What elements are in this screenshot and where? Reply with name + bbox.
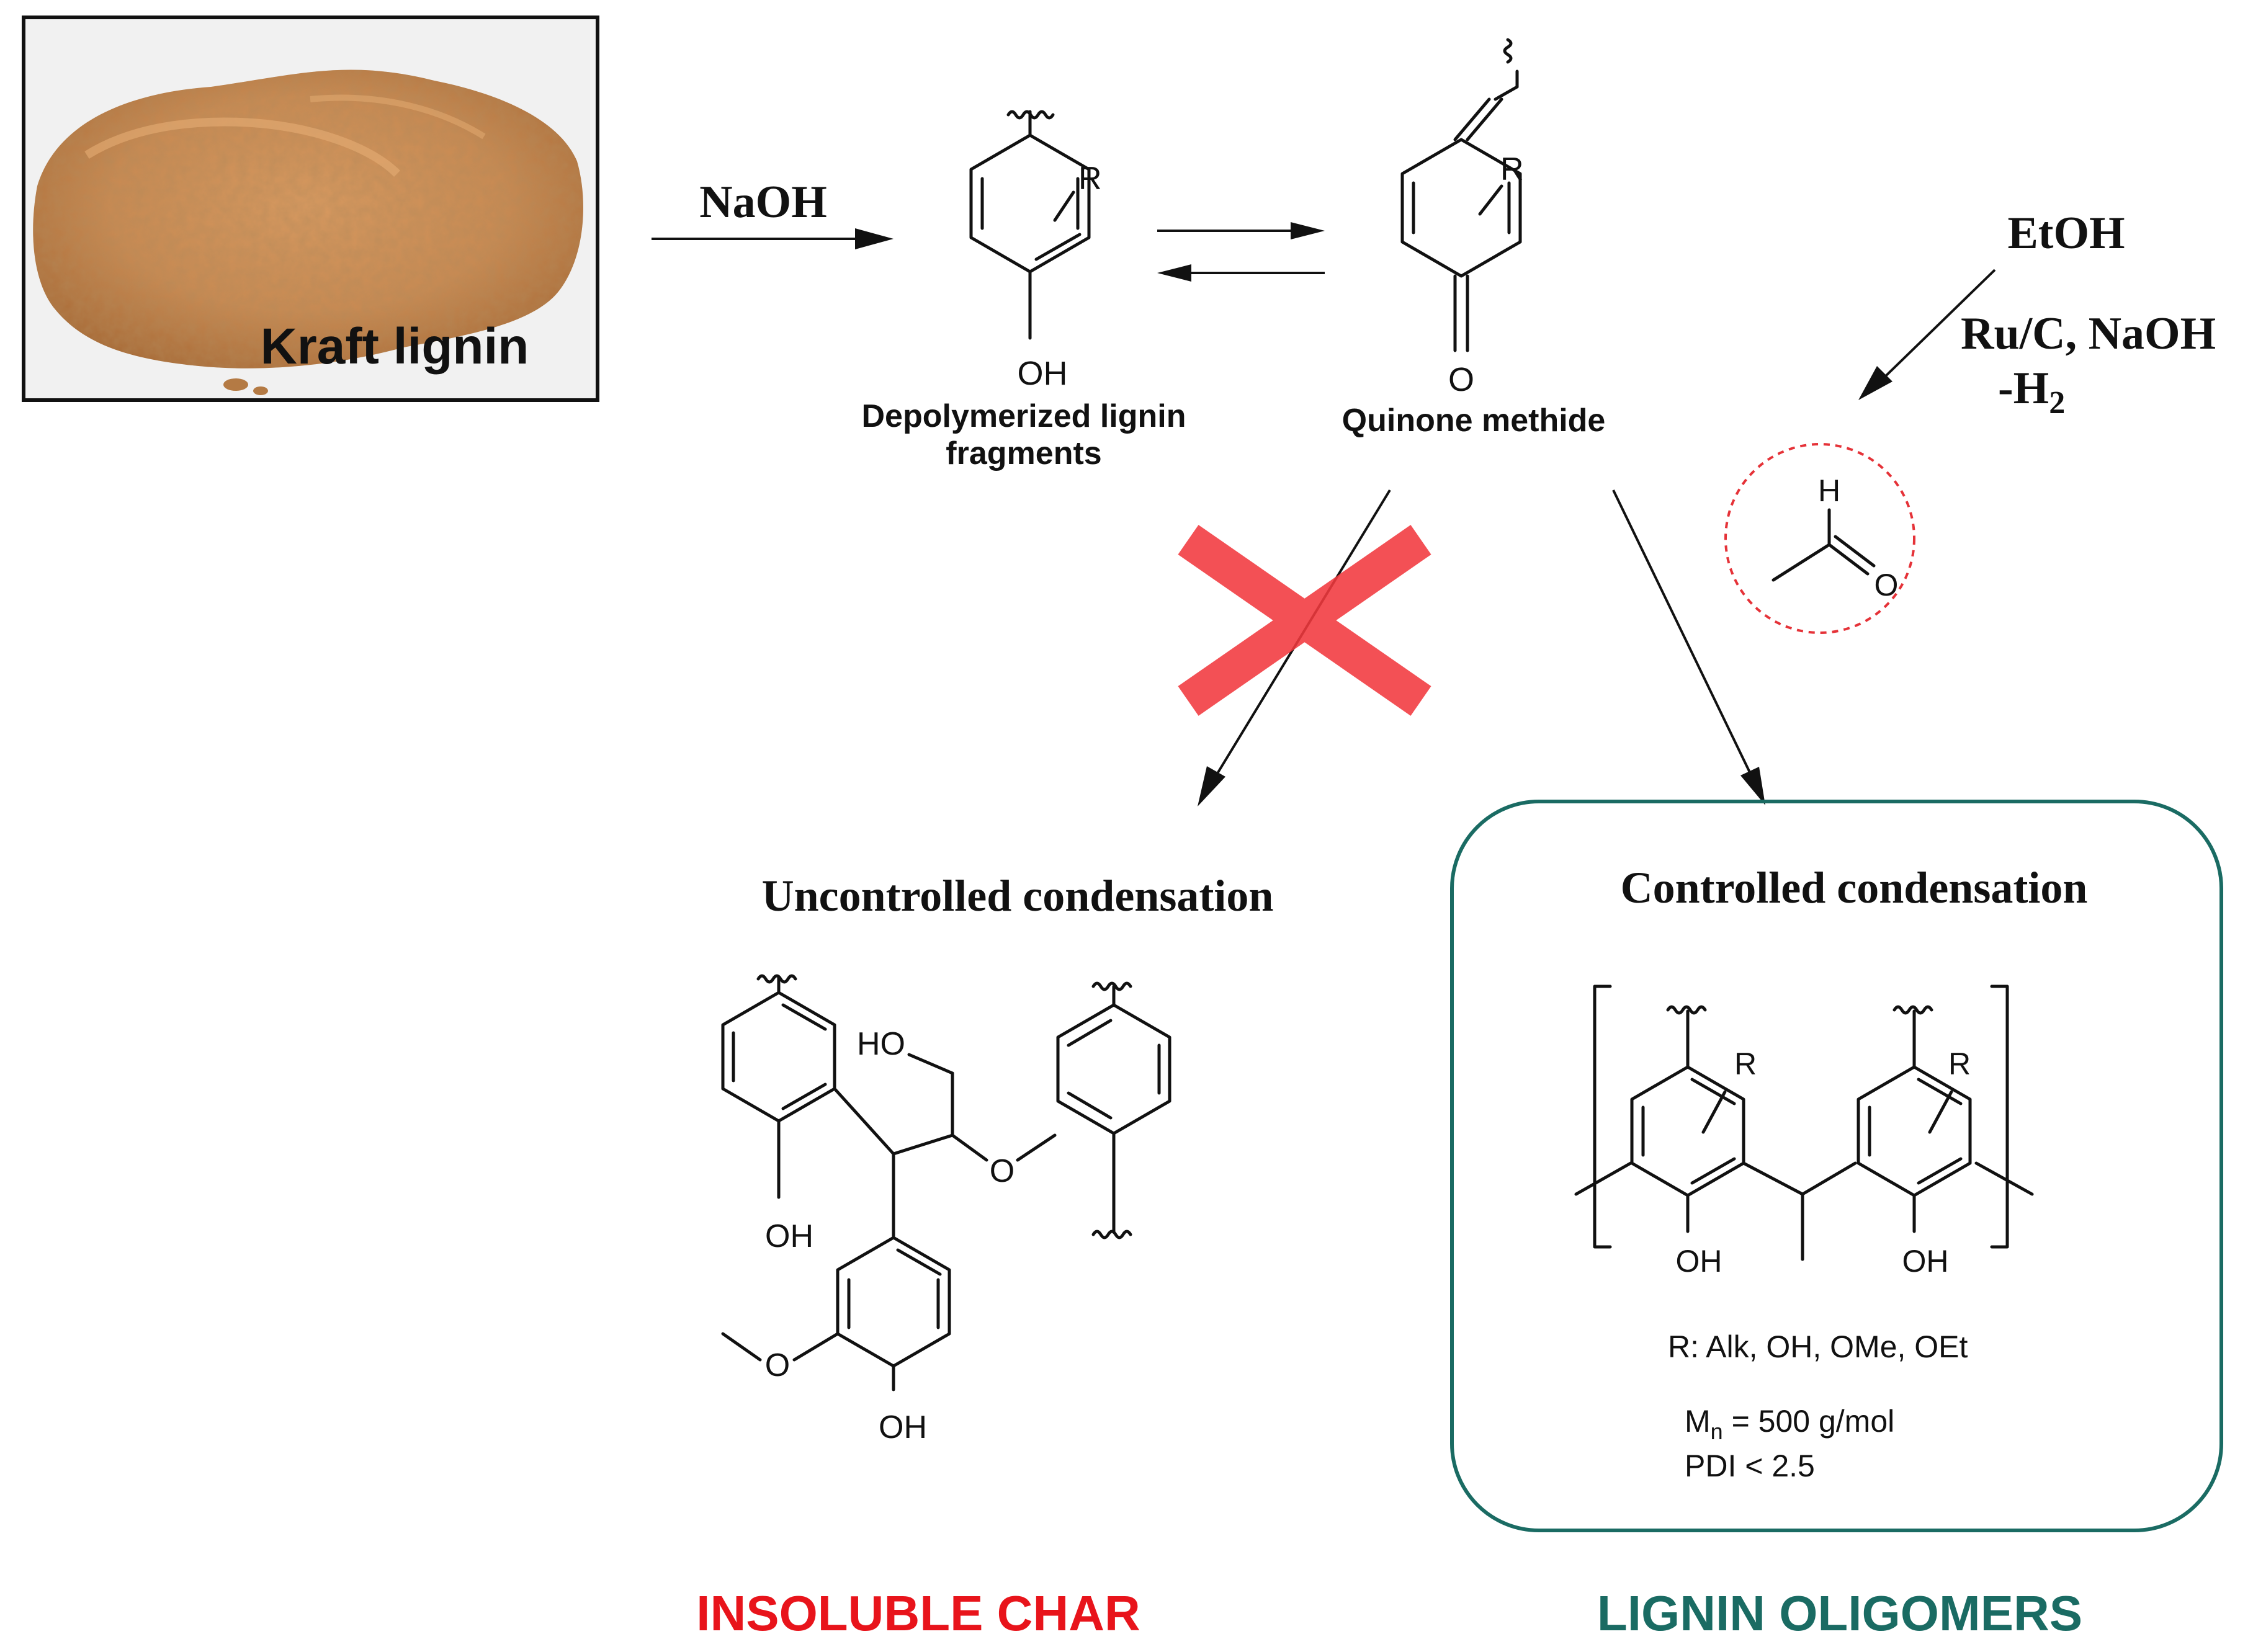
controlled-condensation-box: Controlled condensation R OH R OH R: Alk [1450, 800, 2223, 1532]
quinone-methide-structure: R O Quinone methide [1342, 38, 1606, 439]
kraft-lignin-label: Kraft lignin [261, 318, 529, 375]
atom-oh-lower: OH [879, 1409, 927, 1445]
dashed-circle-highlight [1724, 443, 1915, 634]
atom-r-right: R [1948, 1047, 1971, 1081]
fragment-label-2: fragments [946, 435, 1101, 471]
catalyst-label-1: Ru/C, NaOH [1961, 308, 2216, 359]
uncontrolled-condensation: Uncontrolled condensation OH HO O [721, 871, 1274, 1445]
pdi-note: PDI < 2.5 [1685, 1449, 1815, 1483]
fragment-label-1: Depolymerized lignin [862, 398, 1186, 434]
naoh-arrow: NaOH [652, 177, 894, 249]
atom-o-aldehyde: O [1875, 568, 1899, 602]
atom-r: R [1078, 161, 1102, 197]
atom-o-quinone: O [1448, 361, 1474, 398]
lignin-oligomers-label: LIGNIN OLIGOMERS [1597, 1586, 2082, 1641]
controlled-title: Controlled condensation [1621, 863, 2088, 913]
atom-o-ether: O [990, 1153, 1015, 1189]
etoh-label: EtOH [2007, 208, 2125, 259]
atom-o-methoxy: O [765, 1347, 790, 1383]
atom-oh-left: OH [765, 1218, 813, 1254]
mn-note: Mn = 500 g/mol [1685, 1404, 1894, 1444]
atom-oh: OH [1018, 355, 1068, 392]
r-groups-note: R: Alk, OH, OMe, OEt [1668, 1329, 1968, 1364]
acetaldehyde-highlight: H O [1724, 443, 1915, 634]
atom-ho: HO [857, 1026, 905, 1062]
etoh-arrow: EtOH Ru/C, NaOH -H2 [1858, 208, 2216, 421]
insoluble-char-label: INSOLUBLE CHAR [696, 1586, 1140, 1641]
phenol-fragment-structure: R OH Depolymerized lignin fragments [862, 110, 1186, 471]
atom-r-quinone: R [1500, 151, 1524, 187]
equilibrium-arrows [1157, 222, 1325, 282]
quinone-label: Quinone methide [1342, 403, 1606, 439]
atom-oh-controlled-left: OH [1676, 1244, 1722, 1279]
atom-h-aldehyde: H [1818, 473, 1840, 508]
naoh-label: NaOH [699, 177, 827, 228]
atom-oh-controlled-right: OH [1902, 1244, 1949, 1279]
catalyst-label-2: -H2 [1998, 363, 2065, 421]
kraft-lignin-photo: Kraft lignin [22, 16, 599, 402]
uncontrolled-title: Uncontrolled condensation [762, 871, 1274, 921]
red-cross-icon [1178, 525, 1431, 716]
atom-r-left: R [1734, 1047, 1757, 1081]
